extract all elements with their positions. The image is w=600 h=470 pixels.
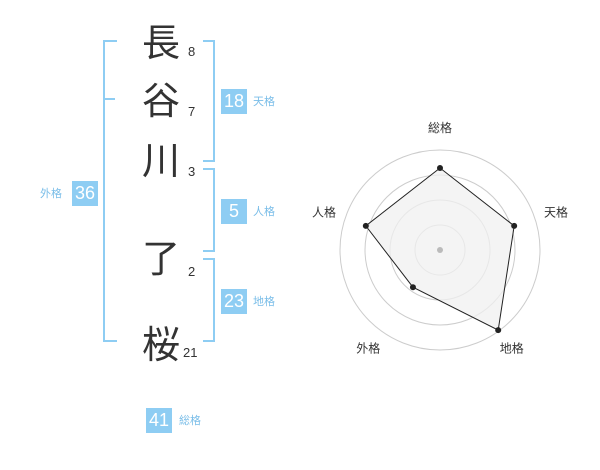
jinkaku-label: 人格 — [253, 205, 275, 218]
chikaku-value: 23 — [221, 289, 247, 314]
radar-point-3 — [495, 327, 502, 334]
tenkaku-label: 天格 — [253, 95, 275, 108]
soukaku-value: 41 — [146, 408, 172, 433]
name-char-4: 了 — [141, 237, 180, 281]
radar-point-5 — [362, 222, 369, 229]
name-char-4-strokes: 2 — [188, 264, 196, 279]
tenkaku-value: 18 — [221, 89, 247, 114]
name-char-2: 谷 — [141, 79, 180, 123]
gaikaku-bracket — [103, 40, 117, 342]
name-char-5: 桜 — [141, 323, 180, 367]
radar-axis-label-5: 人格 — [312, 204, 336, 219]
name-char-2-strokes: 7 — [188, 104, 196, 119]
radar-axis-label-2: 天格 — [544, 204, 568, 219]
radar-point-1 — [437, 165, 443, 171]
tenkaku-bracket — [203, 40, 215, 162]
jinkaku-value: 5 — [221, 199, 247, 224]
soukaku-label: 総格 — [179, 414, 201, 427]
jinkaku-bracket — [203, 168, 215, 252]
name-char-1-strokes: 8 — [188, 44, 196, 59]
radar-center-dot — [437, 247, 443, 253]
name-char-3-strokes: 3 — [188, 164, 196, 179]
gaikaku-value: 36 — [72, 181, 98, 206]
radar-axis-label-4: 外格 — [356, 341, 380, 356]
chikaku-label: 地格 — [253, 295, 275, 308]
radar-grid-ring-4 — [339, 149, 541, 351]
name-char-1: 長 — [141, 21, 180, 65]
name-char-5-strokes: 21 — [183, 345, 198, 360]
radar-axis-label-3: 地格 — [500, 341, 524, 356]
radar-axis-label-1: 総格 — [428, 120, 452, 135]
radar-point-2 — [511, 222, 518, 229]
gaikaku-bracket-tick — [103, 98, 115, 100]
chikaku-bracket — [203, 258, 215, 342]
radar-point-4 — [409, 284, 416, 291]
gaikaku-label: 外格 — [40, 187, 62, 200]
name-char-3: 川 — [141, 139, 180, 183]
